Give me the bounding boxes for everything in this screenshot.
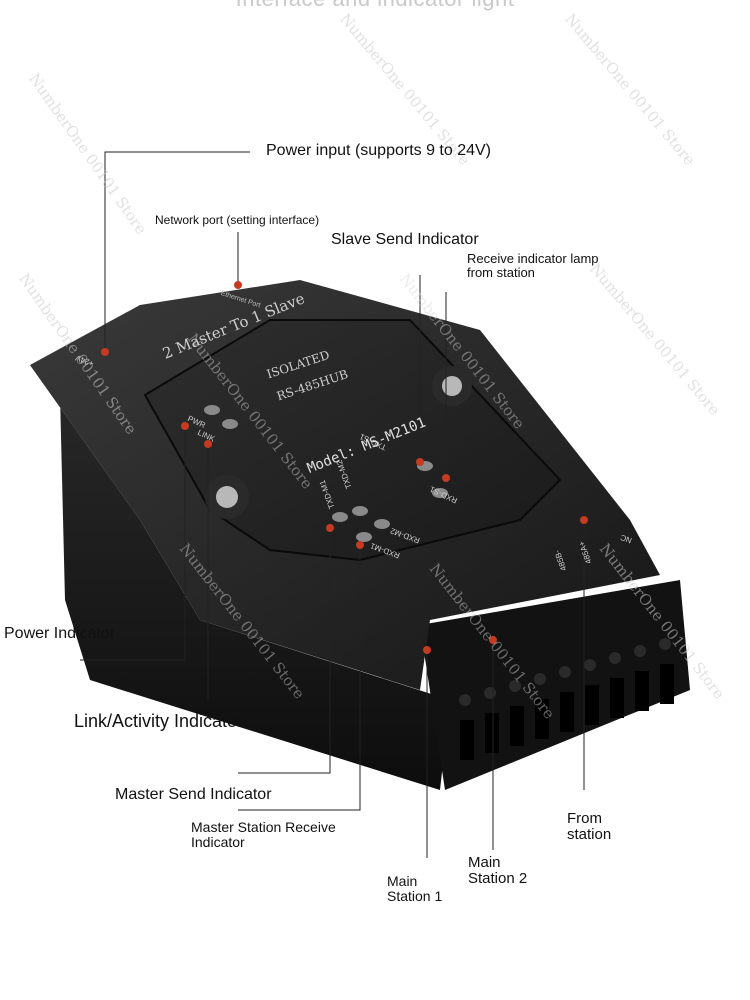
dot-receive-station <box>442 474 450 482</box>
dot-network-port <box>234 281 242 289</box>
label-master-send-indicator: Master Send Indicator <box>115 786 272 803</box>
callout-lines <box>80 151 585 858</box>
dot-slave-send <box>416 458 424 466</box>
dot-power-input <box>101 348 109 356</box>
label-link-activity-indicator: Link/Activity Indicator <box>74 711 244 731</box>
page-title: Interface and indicator light <box>0 0 750 12</box>
dot-main-station-1 <box>423 646 431 654</box>
dot-master-send <box>326 524 334 532</box>
label-slave-send-indicator: Slave Send Indicator <box>331 231 479 248</box>
label-receive-indicator-from-station: Receive indicator lamp from station <box>467 251 599 280</box>
led-windows <box>204 405 448 542</box>
dot-from-station <box>580 516 588 524</box>
device-front-face <box>30 365 450 790</box>
dot-power-indicator <box>181 422 189 430</box>
label-power-input: Power input (supports 9 to 24V) <box>266 142 492 159</box>
label-main-station-2: Main Station 2 <box>468 854 528 887</box>
label-power-indicator: Power Indicator <box>4 625 116 642</box>
terminal-slots <box>460 664 674 760</box>
dot-link-activity <box>204 440 212 448</box>
dot-master-receive <box>356 541 364 549</box>
terminal-screws <box>459 638 671 706</box>
callout-dots <box>101 281 588 654</box>
label-from-station: From station <box>567 810 612 843</box>
dot-main-station-2 <box>489 636 497 644</box>
label-network-port: Network port (setting interface) <box>155 213 320 227</box>
label-main-station-1: Main Station 1 <box>387 873 443 904</box>
label-master-station-receive-indicator: Master Station Receive Indicator <box>191 819 336 850</box>
